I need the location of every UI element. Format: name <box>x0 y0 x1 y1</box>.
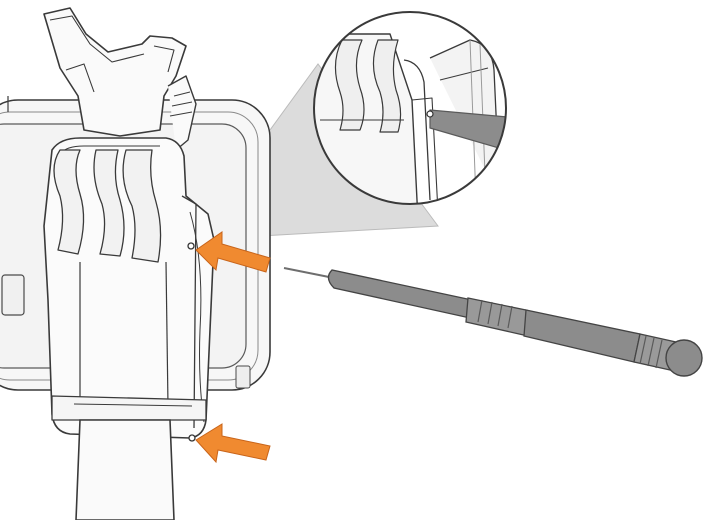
upper-strap-pin <box>187 242 195 250</box>
lower-pin-arrow <box>195 423 271 464</box>
device-button <box>1 274 25 316</box>
pin-tool <box>283 267 703 377</box>
strap-bracket <box>43 137 215 439</box>
lower-strap-pin <box>188 434 196 442</box>
detail-pin-tool <box>429 109 506 161</box>
strap-clip <box>43 7 197 151</box>
upper-pin-arrow <box>195 231 271 273</box>
strap <box>75 419 175 520</box>
